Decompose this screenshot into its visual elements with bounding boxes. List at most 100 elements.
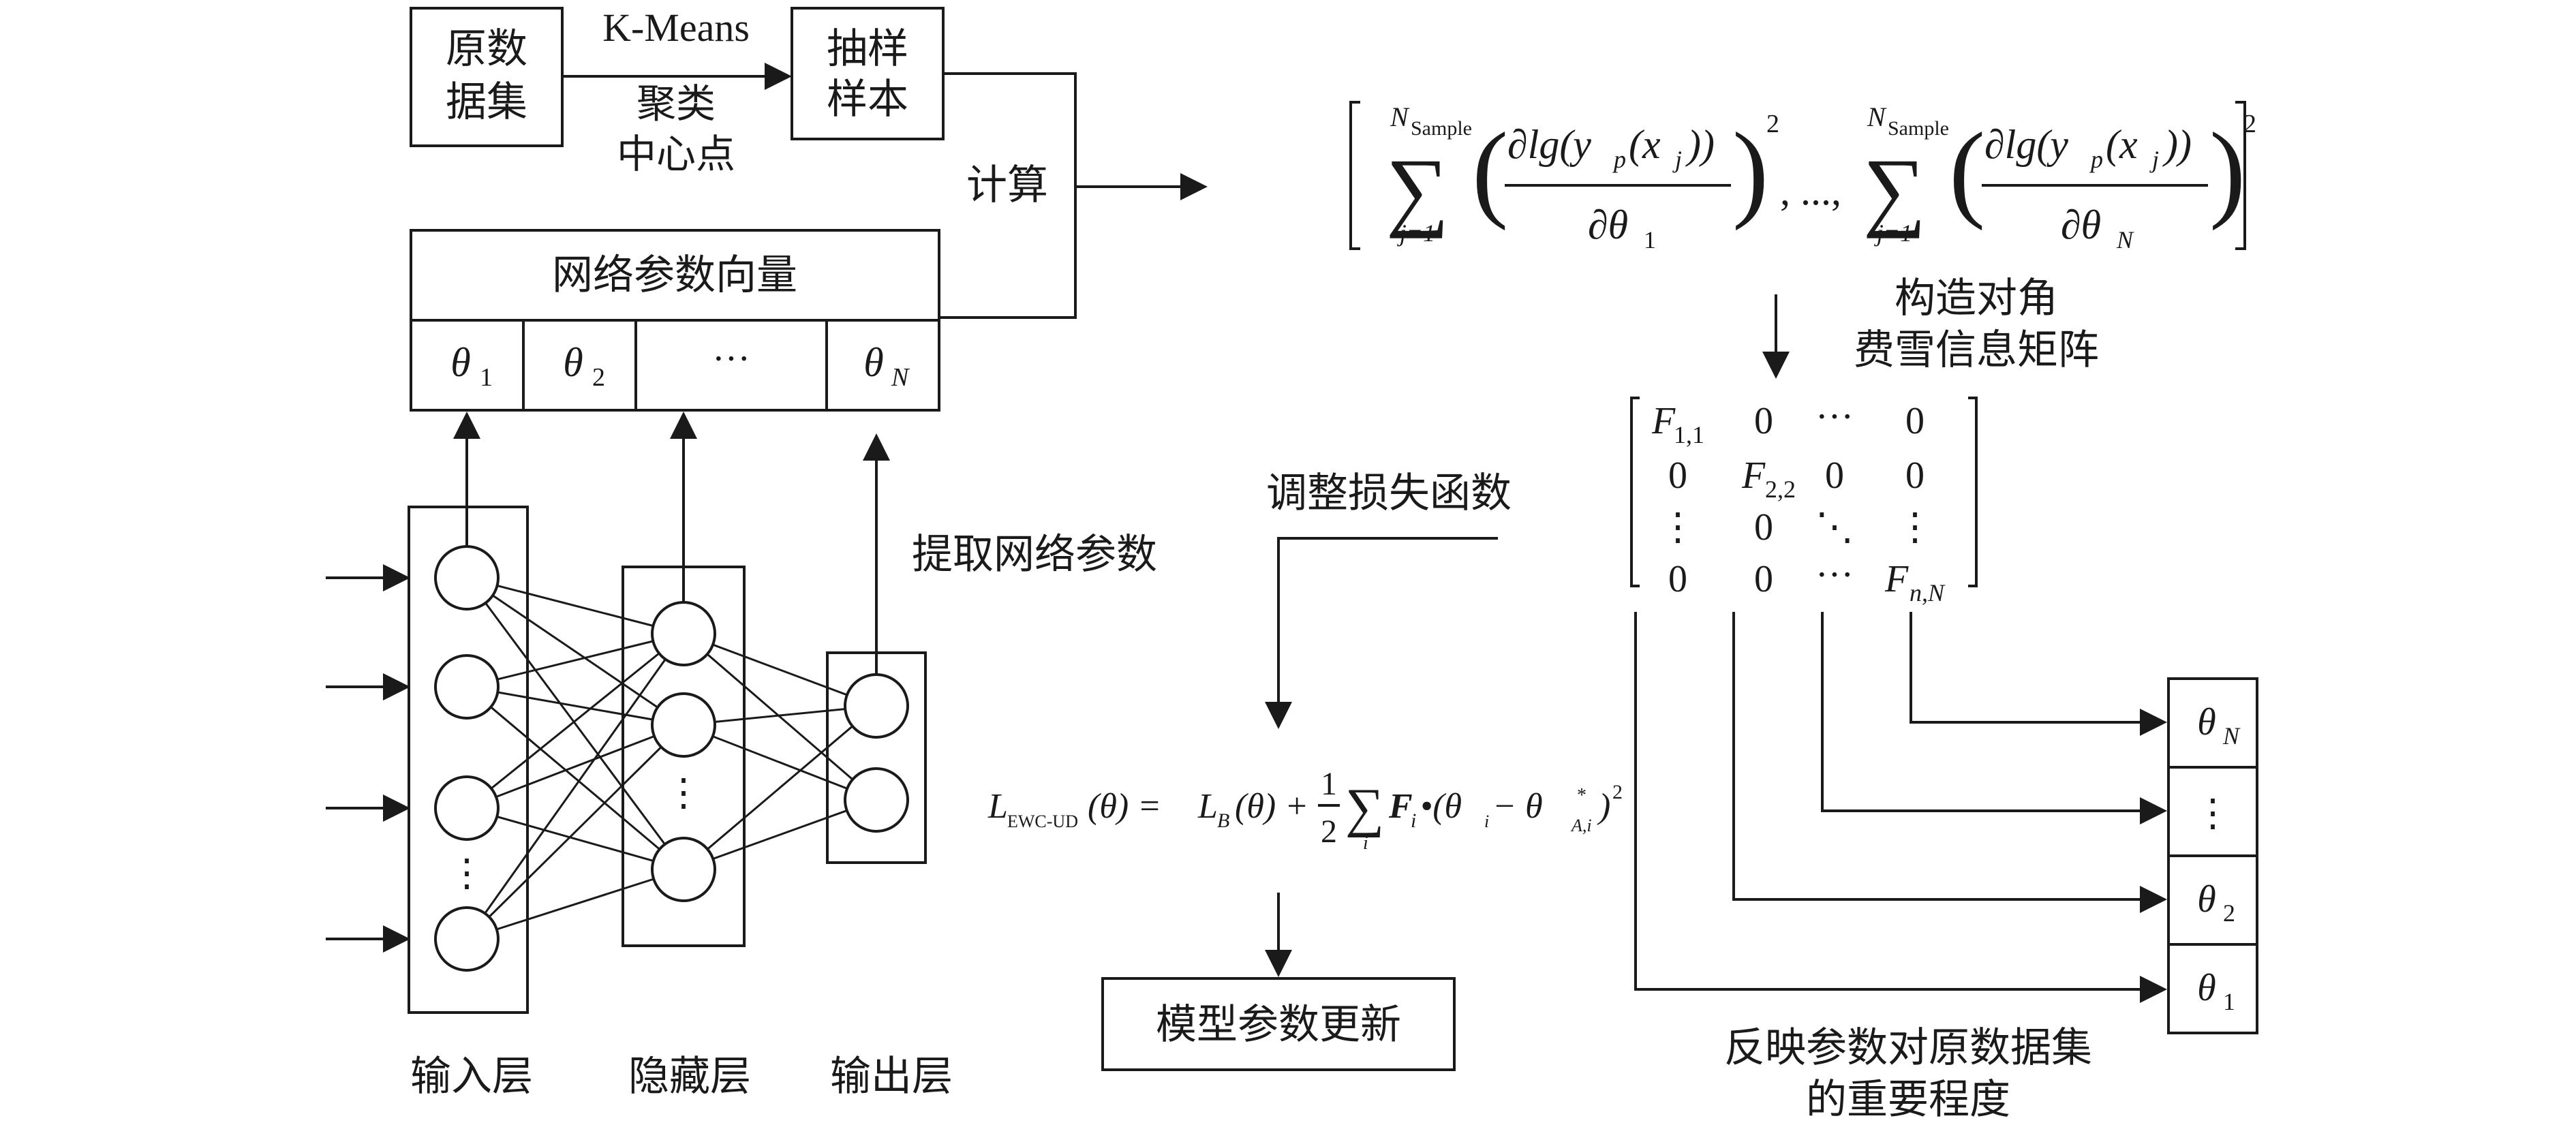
formula-sum2-upper: N bbox=[1867, 102, 1887, 132]
fisher-matrix: F 1,1 0 ··· 0 0 F 2,2 0 0 ⋮ 0 ⋱ ⋮ 0 0 ··… bbox=[1630, 396, 1978, 606]
loss-lb: L bbox=[1197, 787, 1218, 826]
param-vector-title: 网络参数向量 bbox=[552, 251, 797, 299]
adjust-loss-label: 调整损失函数 bbox=[1266, 469, 1512, 517]
reflect-label-1: 反映参数对原数据集 bbox=[1724, 1024, 2092, 1072]
importance-arrow-dots bbox=[1821, 612, 2167, 824]
raw-dataset-label-1: 原数 bbox=[446, 25, 527, 73]
output-vector-vdots: ⋮ bbox=[2194, 792, 2232, 835]
formula-sum2-sigma: ∑ bbox=[1863, 141, 1927, 239]
matrix-r4-c2: 0 bbox=[1754, 558, 1773, 600]
formula-sum1-upper: N bbox=[1390, 102, 1410, 132]
matrix-r1-c4: 0 bbox=[1905, 400, 1925, 442]
formula-paren2-open: ( bbox=[1949, 110, 1985, 231]
formula-numer1-sub2: j bbox=[1672, 146, 1682, 173]
loss-minus-theta: − θ bbox=[1492, 787, 1543, 826]
matrix-r3-c3: ⋱ bbox=[1815, 506, 1854, 549]
cluster-center-label-1: 聚类 bbox=[637, 80, 716, 127]
input-layer-box bbox=[408, 506, 529, 1014]
update-label: 模型参数更新 bbox=[1156, 1001, 1401, 1049]
gradient-vector-formula: N Sample ∑ j=1 ( ∂lg(y p (x j )) ∂θ 1 ) … bbox=[1349, 101, 2256, 253]
loss-lhs-sub: EWC-UD bbox=[1007, 812, 1078, 831]
construct-label-2: 费雪信息矩阵 bbox=[1854, 326, 2099, 374]
param-cell-sub-n: N bbox=[891, 363, 910, 392]
output-node-2 bbox=[844, 767, 909, 833]
output-vector-theta-2: θ bbox=[2197, 878, 2216, 921]
param-cell-ellipsis: ··· bbox=[712, 338, 750, 380]
matrix-left-bracket bbox=[1630, 397, 1640, 587]
hidden-node-vdots: ⋮ bbox=[664, 772, 703, 814]
loss-fisher-sub: i bbox=[1411, 809, 1416, 832]
importance-arrow-theta1 bbox=[1634, 612, 2167, 1003]
adjust-loss-arrow bbox=[1265, 537, 1498, 729]
formula-sum1-lower: j=1 bbox=[1397, 219, 1435, 247]
formula-numer2-end: )) bbox=[2162, 122, 2192, 167]
matrix-r2-c3: 0 bbox=[1825, 454, 1844, 497]
loss-star: * bbox=[1577, 785, 1586, 806]
loss-half-num: 1 bbox=[1321, 766, 1337, 802]
matrix-r2-c1: 0 bbox=[1668, 454, 1687, 497]
raw-dataset-box bbox=[410, 7, 564, 147]
loss-theta-sub: i bbox=[1484, 812, 1489, 831]
output-vector-sub-n: N bbox=[2222, 722, 2241, 750]
output-node-1 bbox=[844, 673, 909, 739]
loss-fisher: F bbox=[1388, 787, 1413, 826]
loss-sum: ∑ bbox=[1345, 778, 1384, 838]
param-cell-theta-2: θ bbox=[563, 340, 583, 385]
formula-left-bracket bbox=[1349, 101, 1360, 250]
matrix-r3-c1: ⋮ bbox=[1659, 506, 1697, 549]
param-cell-theta-n: θ bbox=[863, 340, 883, 385]
matrix-r1-c1: F bbox=[1651, 400, 1676, 442]
input-node-3 bbox=[434, 775, 500, 841]
formula-numer1: ∂lg(y bbox=[1507, 122, 1591, 167]
loss-half-den: 2 bbox=[1321, 814, 1337, 850]
matrix-r4-c1: 0 bbox=[1668, 558, 1687, 600]
ewc-loss-formula: L EWC-UD (θ) = L B (θ) + 1 2 ∑ i F i •(θ… bbox=[987, 766, 1623, 854]
hidden-layer-label: 隐藏层 bbox=[628, 1053, 751, 1100]
formula-paren1-close: ) bbox=[1732, 110, 1768, 231]
loss-lhs: L bbox=[987, 787, 1008, 826]
param-cell-sub-1: 1 bbox=[480, 363, 493, 392]
matrix-r1-c3: ··· bbox=[1815, 396, 1854, 438]
hidden-node-2 bbox=[651, 692, 716, 758]
matrix-r3-c2: 0 bbox=[1754, 506, 1773, 549]
input-layer-label: 输入层 bbox=[410, 1053, 533, 1100]
input-node-4 bbox=[434, 906, 500, 972]
matrix-r1-c2: 0 bbox=[1754, 400, 1773, 442]
importance-arrow-theta2 bbox=[1732, 612, 2167, 913]
formula-paren1-open: ( bbox=[1472, 110, 1508, 231]
matrix-right-bracket bbox=[1968, 397, 1978, 587]
formula-right-bracket bbox=[2235, 101, 2246, 250]
input-node-1 bbox=[434, 545, 500, 611]
output-layer-box bbox=[826, 651, 927, 864]
formula-numer1-sub: p bbox=[1612, 146, 1626, 173]
sample-label-1: 抽样 bbox=[827, 25, 908, 73]
sample-label-2: 样本 bbox=[827, 76, 908, 123]
formula-denom1: ∂θ bbox=[1588, 202, 1628, 247]
output-vector-theta-1: θ bbox=[2197, 967, 2216, 1009]
input-node-vdots: ⋮ bbox=[448, 852, 486, 895]
reflect-label-2: 的重要程度 bbox=[1806, 1076, 2010, 1124]
formula-numer2-sub: p bbox=[2089, 146, 2103, 173]
output-layer-label: 输出层 bbox=[830, 1053, 953, 1100]
output-vector-sub-2: 2 bbox=[2223, 899, 2235, 927]
loss-square: 2 bbox=[1612, 781, 1623, 803]
loss-star-sub: A,i bbox=[1570, 816, 1592, 835]
matrix-r1-c1-sub: 1,1 bbox=[1674, 421, 1704, 448]
sample-box bbox=[791, 7, 945, 140]
formula-paren2-close: ) bbox=[2209, 110, 2245, 231]
formula-numer1-end: )) bbox=[1685, 122, 1715, 167]
formula-sum2-upper-sub: Sample bbox=[1888, 117, 1949, 140]
loss-lb-sub: B bbox=[1217, 809, 1229, 832]
compute-bracket bbox=[939, 72, 1077, 319]
formula-denom2-sub: N bbox=[2116, 226, 2134, 253]
update-box bbox=[1101, 977, 1456, 1071]
formula-sum1-sigma: ∑ bbox=[1386, 141, 1450, 239]
importance-arrow-thetaN bbox=[1910, 612, 2167, 736]
formula-numer2-sub2: j bbox=[2149, 146, 2159, 173]
compute-label: 计算 bbox=[966, 161, 1048, 209]
formula-separator: , ..., bbox=[1780, 168, 1841, 213]
input-node-2 bbox=[434, 654, 500, 720]
matrix-r2-c2-sub: 2,2 bbox=[1765, 476, 1796, 503]
matrix-r3-c4: ⋮ bbox=[1896, 506, 1934, 549]
